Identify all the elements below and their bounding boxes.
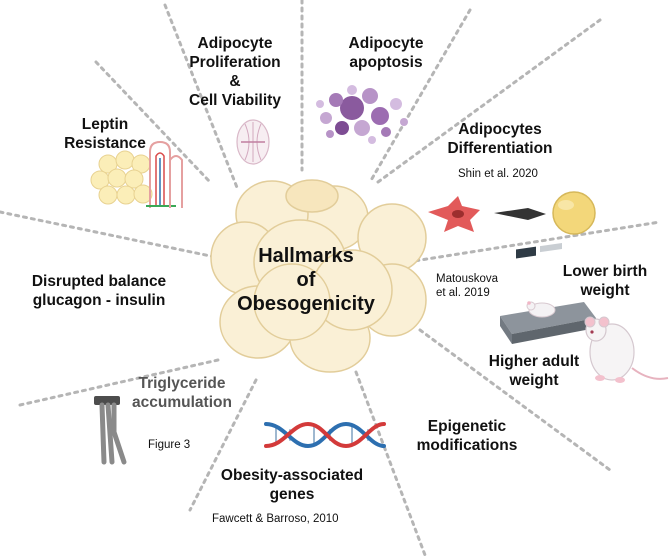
divider-line [354,370,427,557]
center-title-line: Obesogenicity [237,293,375,315]
adipocyte-cluster-icon [210,179,427,373]
label-obesity-associated-genes: Obesity-associated genes [220,467,364,503]
arrow-icon [494,208,546,220]
dividing-cell-icon [236,119,270,165]
adipose-tissue-icon [90,150,153,205]
divider-line [163,3,240,192]
divider-line [0,210,222,260]
scale-icon [500,243,596,344]
label-triglyceride-accumulation: Triglyceride accumulation [132,375,232,411]
reference-figure-3: Figure 3 [148,439,191,451]
label-adipocyte-apoptosis: Adipocyte apoptosis [348,35,424,71]
divider-line [188,378,258,512]
divider-line [418,328,612,472]
divider-line [376,18,602,184]
label-adipocytes-differentiation: Adipocytes Differentiation [447,121,553,157]
center-title-line: of [296,269,316,291]
label-higher-adult-weight: Higher adult weight [488,353,580,389]
dna-helix-icon [264,421,386,449]
label-disrupted-balance: Disrupted balance glucagon - insulin [31,273,167,309]
label-epigenetic-modifications: Epigenetic modifications [416,418,518,454]
reference-matouskova-2019: Matouskova et al. 2019 [436,273,499,299]
preadipocyte-icon [428,196,480,232]
villus-icon [146,140,183,208]
label-leptin-resistance: Leptin Resistance [64,116,146,152]
center-title: Hallmarks of Obesogenicity [224,244,388,316]
divider-line [94,60,212,184]
label-lower-birth-weight: Lower birth weight [562,263,648,299]
apoptotic-cell-icon [316,85,408,144]
baby-mouse-icon [526,301,556,318]
triglyceride-molecule-icon [94,396,127,465]
divider-line [368,8,472,184]
reference-fawcett-barroso-2010: Fawcett & Barroso, 2010 [212,513,339,525]
divider-line [18,358,220,407]
adult-mouse-icon [584,316,669,383]
reference-shin-2020: Shin et al. 2020 [458,168,538,180]
label-adipocyte-proliferation: Adipocyte Proliferation & Cell Viability [189,35,281,109]
mature-adipocyte-icon [552,191,596,235]
center-title-line: Hallmarks [258,245,354,267]
divider-line [406,220,662,264]
